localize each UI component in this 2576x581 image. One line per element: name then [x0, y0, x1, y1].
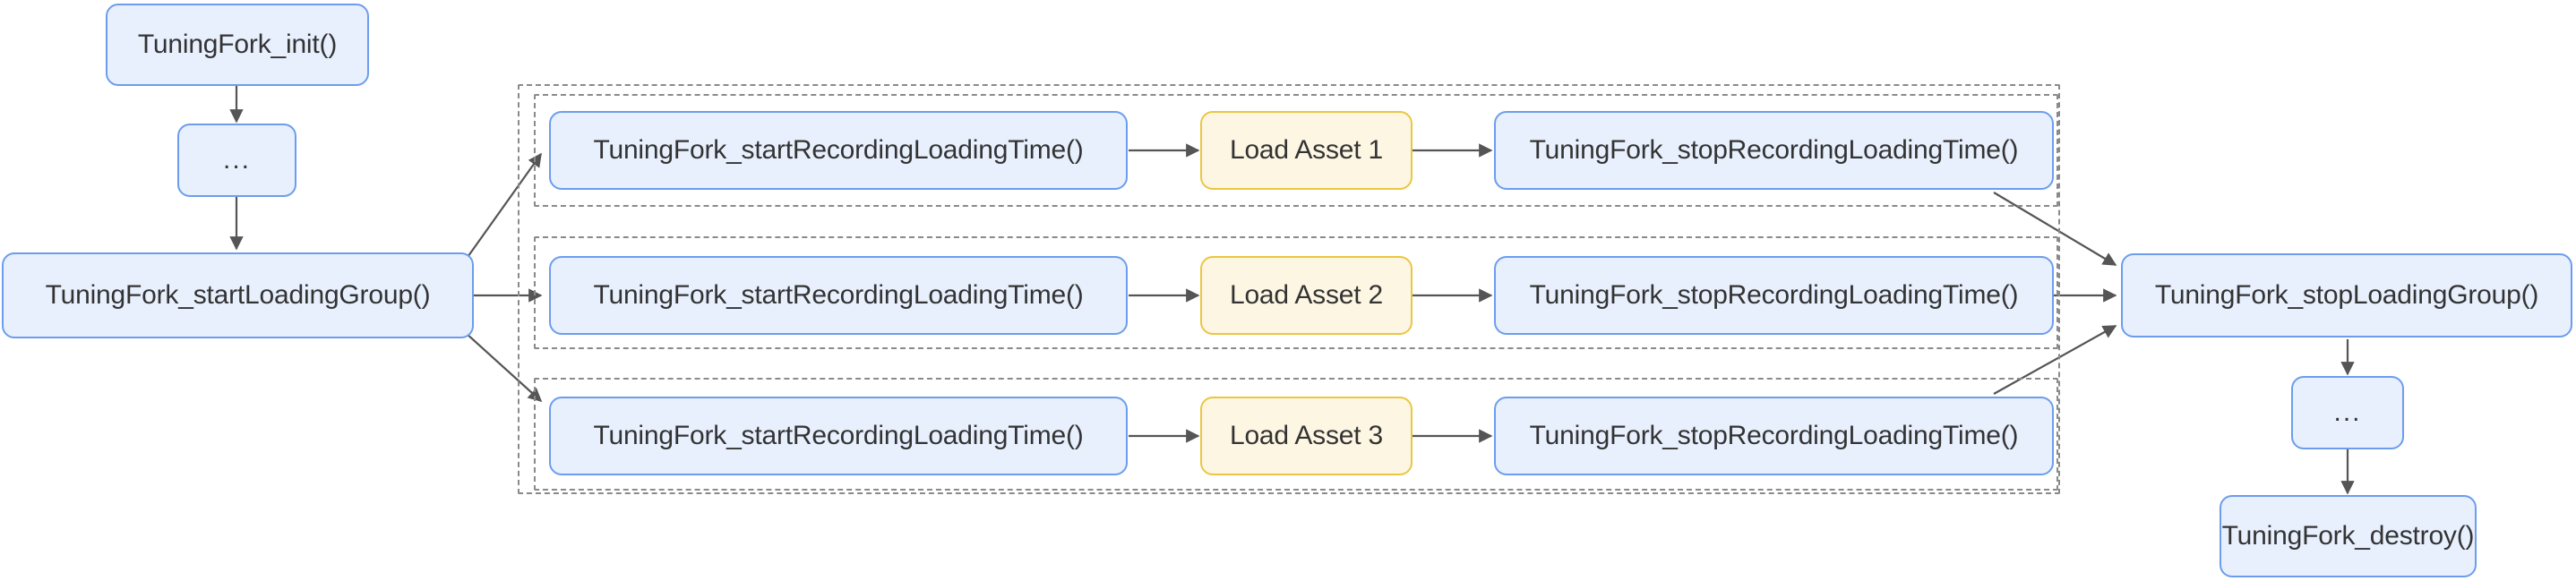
node-row1-start-recording[interactable]: TuningFork_startRecordingLoadingTime() [549, 111, 1128, 190]
node-row3-stop-recording[interactable]: TuningFork_stopRecordingLoadingTime() [1494, 397, 2054, 475]
node-tuningfork-destroy[interactable]: TuningFork_destroy() [2220, 495, 2477, 577]
node-row2-load-asset[interactable]: Load Asset 2 [1200, 256, 1413, 335]
node-row2-start-recording[interactable]: TuningFork_startRecordingLoadingTime() [549, 256, 1128, 335]
loading-group-outer-boundary [518, 84, 2060, 494]
node-ellipsis-top[interactable]: ... [177, 124, 296, 197]
node-row1-stop-recording[interactable]: TuningFork_stopRecordingLoadingTime() [1494, 111, 2054, 190]
loading-task-group-2 [534, 236, 2058, 349]
loading-task-group-1 [534, 94, 2058, 207]
node-row1-load-asset[interactable]: Load Asset 1 [1200, 111, 1413, 190]
node-tuningfork-init[interactable]: TuningFork_init() [106, 4, 369, 86]
node-stop-loading-group[interactable]: TuningFork_stopLoadingGroup() [2121, 253, 2572, 337]
node-ellipsis-bottom[interactable]: ... [2291, 376, 2404, 449]
loading-task-group-3 [534, 378, 2058, 491]
node-row3-load-asset[interactable]: Load Asset 3 [1200, 397, 1413, 475]
node-row2-stop-recording[interactable]: TuningFork_stopRecordingLoadingTime() [1494, 256, 2054, 335]
node-row3-start-recording[interactable]: TuningFork_startRecordingLoadingTime() [549, 397, 1128, 475]
node-start-loading-group[interactable]: TuningFork_startLoadingGroup() [2, 252, 474, 338]
